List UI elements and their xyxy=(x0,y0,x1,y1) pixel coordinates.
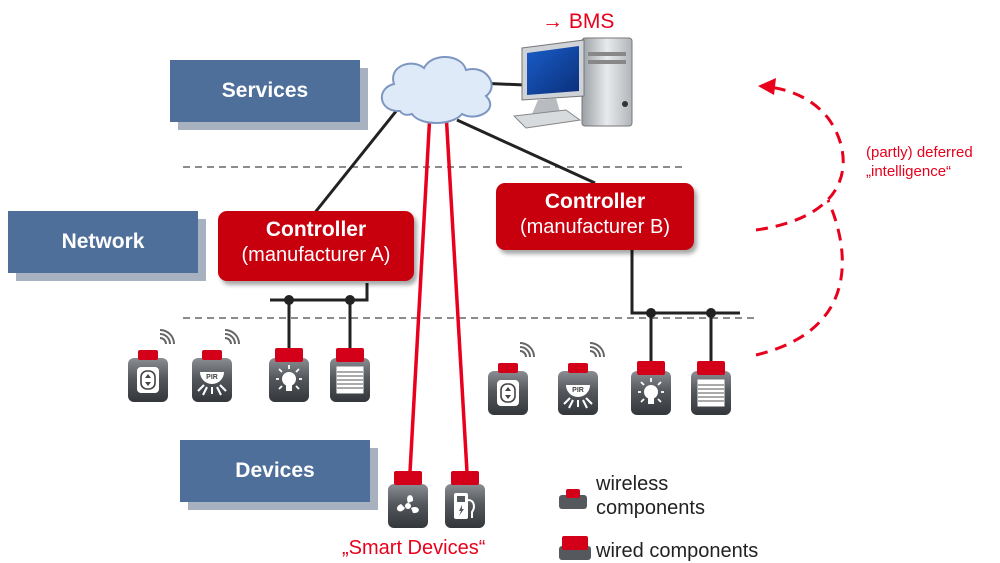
legend-wireless-line2: components xyxy=(596,497,705,519)
wifi-icon xyxy=(519,342,535,358)
smart-devices-label: „Smart Devices“ xyxy=(342,537,486,559)
controller-b-subtitle: (manufacturer B) xyxy=(519,216,671,238)
legend-wired-icon xyxy=(559,536,591,560)
computer-icon xyxy=(512,37,633,129)
wifi-icon xyxy=(159,329,175,345)
smart-device-links xyxy=(408,111,469,473)
wired-connections xyxy=(270,81,740,361)
ev-charger-icon xyxy=(445,471,485,528)
device-pir-b xyxy=(558,363,598,415)
legend-wireless-line1: wireless xyxy=(596,473,669,495)
layer-network: Network xyxy=(8,211,198,273)
legend-wired-label: wired components xyxy=(596,540,759,562)
bus-junctions xyxy=(284,295,716,318)
deferred-intelligence-arrow xyxy=(755,85,845,357)
wifi-icon xyxy=(589,342,605,358)
layer-services: Services xyxy=(170,60,360,122)
controller-b-title: Controller xyxy=(544,190,646,213)
deferred-line2: „intelligence“ xyxy=(866,163,952,180)
device-switch-b xyxy=(488,363,528,415)
device-blind-a xyxy=(330,348,370,402)
deferred-intelligence-label: (partly) deferred „intelligence“ xyxy=(866,143,973,181)
device-blind-b xyxy=(691,361,731,415)
device-switch-a xyxy=(128,350,168,402)
controller-a-title: Controller xyxy=(265,218,367,241)
wifi-icon xyxy=(224,329,240,345)
legend-wireless-icon xyxy=(559,489,587,509)
controller-a-subtitle: (manufacturer A) xyxy=(241,244,391,266)
bms-label: → BMS xyxy=(542,10,615,33)
arrow-head-icon xyxy=(758,78,776,95)
device-light-b xyxy=(631,361,671,415)
controller-b: Controller (manufacturer B) xyxy=(496,183,694,250)
legend-wireless-label: wireless components xyxy=(596,472,705,520)
layer-network-label: Network xyxy=(61,230,145,253)
device-pir-a xyxy=(192,350,232,402)
layer-devices: Devices xyxy=(180,440,370,502)
cloud-icon xyxy=(380,55,493,124)
device-light-a xyxy=(269,348,309,402)
layer-devices-label: Devices xyxy=(235,459,315,482)
controller-a: Controller (manufacturer A) xyxy=(218,211,414,281)
layer-services-label: Services xyxy=(221,79,309,102)
fan-icon xyxy=(388,471,428,528)
deferred-line1: (partly) deferred xyxy=(866,144,973,161)
